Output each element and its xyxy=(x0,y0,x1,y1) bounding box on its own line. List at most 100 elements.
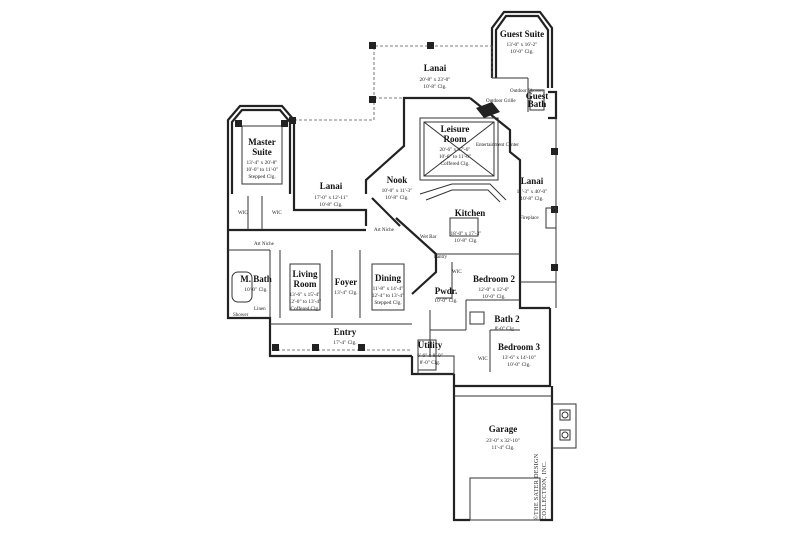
room-m-bath: M. Bath 10'-0" Clg. xyxy=(240,274,272,293)
svg-text:Coffered Clg.: Coffered Clg. xyxy=(290,305,319,312)
svg-text:Room: Room xyxy=(444,134,467,144)
svg-text:12'-4" to 13'-4": 12'-4" to 13'-4" xyxy=(372,293,404,299)
svg-text:10'-0" to 11'-0": 10'-0" to 11'-0" xyxy=(246,167,278,173)
svg-text:13'-4" Clg.: 13'-4" Clg. xyxy=(334,290,357,296)
svg-text:20'-8" x 23'-0": 20'-8" x 23'-0" xyxy=(420,77,451,83)
room-master-suite: Master Suite 13'-4" x 20'-8" 10'-0" to 1… xyxy=(246,137,278,180)
svg-text:10'-0" Clg.: 10'-0" Clg. xyxy=(507,362,530,368)
svg-text:Guest Suite: Guest Suite xyxy=(500,29,544,39)
room-utility: Utility 6'-6" x 8'-0" 8'-0" Clg. xyxy=(417,340,443,366)
svg-text:Utility: Utility xyxy=(418,340,443,350)
svg-text:11'-3" x 40'-0": 11'-3" x 40'-0" xyxy=(517,189,548,195)
master-suite-walls xyxy=(226,104,296,196)
svg-text:Dining: Dining xyxy=(375,273,402,283)
svg-text:Stepped Clg.: Stepped Clg. xyxy=(374,300,401,306)
svg-text:Living: Living xyxy=(292,269,318,279)
svg-text:10'-8" Clg.: 10'-8" Clg. xyxy=(520,196,543,202)
svg-text:M. Bath: M. Bath xyxy=(240,274,272,284)
svg-text:Guest: Guest xyxy=(526,91,549,101)
svg-text:Stepped Clg.: Stepped Clg. xyxy=(248,174,275,180)
wic-label-bedroom-3: WIC xyxy=(478,357,488,362)
room-dining: Dining 11'-8" x 14'-4" 12'-4" to 13'-4" … xyxy=(372,273,404,306)
room-lanai-left: Lanai 17'-0" x 12'-11" 10'-8" Clg. xyxy=(314,181,347,208)
svg-text:13'-4" x 20'-8": 13'-4" x 20'-8" xyxy=(247,160,278,166)
room-bath-2: Bath 2 8'-0" Clg. xyxy=(494,314,520,332)
room-garage: Garage 23'-0" x 32'-10" 11'-4" Clg. xyxy=(486,424,520,451)
room-leisure: Leisure Room 20'-6" x 17'-6" 10'-6" to 1… xyxy=(439,124,471,167)
wic-label-master-left: WIC xyxy=(238,211,248,216)
svg-text:Lanai: Lanai xyxy=(320,181,343,191)
svg-text:10'-0" Clg.: 10'-0" Clg. xyxy=(510,49,533,55)
wet-bar-label: Wet Bar xyxy=(420,235,437,240)
art-niche-label: Art Niche xyxy=(374,228,395,233)
room-nook: Nook 10'-0" x 11'-3" 10'-8" Clg. xyxy=(382,175,413,201)
svg-text:10'-8" Clg.: 10'-8" Clg. xyxy=(319,202,342,208)
fireplace-label: Fireplace xyxy=(520,216,539,221)
room-kitchen: Kitchen 18'-0" x 17'-3" 10'-8" Clg. xyxy=(451,208,486,244)
svg-text:10'-0" Clg.: 10'-0" Clg. xyxy=(482,294,505,300)
pantry-label: Pantry xyxy=(434,255,448,260)
lanai-right-outline xyxy=(520,118,558,308)
svg-text:18'-0" x 17'-3": 18'-0" x 17'-3" xyxy=(451,231,482,237)
wic-label-bedroom-2: WIC xyxy=(452,270,462,275)
svg-text:Bedroom 3: Bedroom 3 xyxy=(498,342,541,352)
svg-text:Garage: Garage xyxy=(489,424,518,434)
copyright-stamp: ©THE SATER DESIGN COLLECTION, INC. xyxy=(533,453,548,520)
svg-text:17'-0" x 12'-11": 17'-0" x 12'-11" xyxy=(314,195,347,201)
art-niche-label-left: Art Niche xyxy=(254,242,275,247)
svg-text:10'-8" Clg.: 10'-8" Clg. xyxy=(385,195,408,201)
svg-text:Kitchen: Kitchen xyxy=(455,208,486,218)
svg-text:10'-6" to 11'-0": 10'-6" to 11'-0" xyxy=(439,154,471,160)
svg-text:Bath: Bath xyxy=(528,99,547,109)
svg-text:©THE SATER DESIGN: ©THE SATER DESIGN xyxy=(533,453,540,520)
wic-label-master-right: WIC xyxy=(272,211,282,216)
room-pwdr: Pwdr. 10'-0" Clg. xyxy=(434,286,457,304)
leisure-kitchen-walls xyxy=(371,102,520,375)
svg-text:Leisure: Leisure xyxy=(441,124,470,134)
svg-text:Entry: Entry xyxy=(334,327,357,337)
room-guest-bath: Guest Bath xyxy=(526,91,549,109)
svg-text:10'-8" Clg.: 10'-8" Clg. xyxy=(423,84,446,90)
svg-text:13'-0" x 16'-2": 13'-0" x 16'-2" xyxy=(507,42,538,48)
svg-text:8'-0" Clg.: 8'-0" Clg. xyxy=(495,326,515,332)
svg-text:10'-8" Clg.: 10'-8" Clg. xyxy=(454,238,477,244)
svg-text:6'-6" x 8'-0": 6'-6" x 8'-0" xyxy=(417,353,443,359)
svg-text:12'-0" to 13'-4": 12'-0" to 13'-4" xyxy=(289,299,321,305)
svg-text:Lanai: Lanai xyxy=(424,63,447,73)
svg-text:Lanai: Lanai xyxy=(521,176,544,186)
svg-text:Master: Master xyxy=(248,137,275,147)
svg-text:13'-6" x 14'-10": 13'-6" x 14'-10" xyxy=(502,355,536,361)
svg-text:10'-0" Clg.: 10'-0" Clg. xyxy=(244,287,267,293)
svg-text:8'-0" Clg.: 8'-0" Clg. xyxy=(420,360,440,366)
svg-text:13'-6" x 15'-4": 13'-6" x 15'-4" xyxy=(290,292,321,298)
svg-text:Bedroom 2: Bedroom 2 xyxy=(473,274,516,284)
svg-text:20'-6" x 17'-6": 20'-6" x 17'-6" xyxy=(440,147,471,153)
room-guest-suite: Guest Suite 13'-0" x 16'-2" 10'-0" Clg. xyxy=(500,29,544,55)
svg-text:Coffered Clg.: Coffered Clg. xyxy=(440,160,469,167)
entertainment-center-label: Entertainment Center xyxy=(476,143,519,148)
svg-text:17'-4" Clg.: 17'-4" Clg. xyxy=(333,340,356,346)
svg-text:Room: Room xyxy=(294,279,317,289)
svg-text:Suite: Suite xyxy=(252,147,272,157)
room-living: Living Room 13'-6" x 15'-4" 12'-0" to 13… xyxy=(289,269,321,312)
svg-text:COLLECTION, INC.: COLLECTION, INC. xyxy=(541,461,548,520)
room-lanai-top: Lanai 20'-8" x 23'-0" 10'-8" Clg. xyxy=(420,63,451,90)
outdoor-grille-label: Outdoor Grille xyxy=(486,99,516,104)
room-lanai-right: Lanai 11'-3" x 40'-0" 10'-8" Clg. xyxy=(517,176,548,202)
svg-text:Nook: Nook xyxy=(387,175,408,185)
svg-text:Pwdr.: Pwdr. xyxy=(435,286,457,296)
svg-text:Bath 2: Bath 2 xyxy=(494,314,520,324)
svg-text:Foyer: Foyer xyxy=(335,277,358,287)
shower-label: Shower xyxy=(233,313,249,318)
linen-label: Linen xyxy=(254,307,266,312)
guest-suite-walls xyxy=(490,10,558,120)
outdoor-shower-label: Outdoor Shower xyxy=(510,89,544,94)
svg-text:12'-0" x 12'-6": 12'-0" x 12'-6" xyxy=(479,287,510,293)
main-walls xyxy=(226,96,552,388)
svg-text:10'-0" x 11'-3": 10'-0" x 11'-3" xyxy=(382,188,413,194)
room-entry: Entry 17'-4" Clg. xyxy=(333,327,356,346)
room-bedroom-3: Bedroom 3 13'-6" x 14'-10" 10'-0" Clg. xyxy=(498,342,541,368)
svg-text:23'-0" x 32'-10": 23'-0" x 32'-10" xyxy=(486,438,520,444)
room-bedroom-2: Bedroom 2 12'-0" x 12'-6" 10'-0" Clg. xyxy=(473,274,516,300)
